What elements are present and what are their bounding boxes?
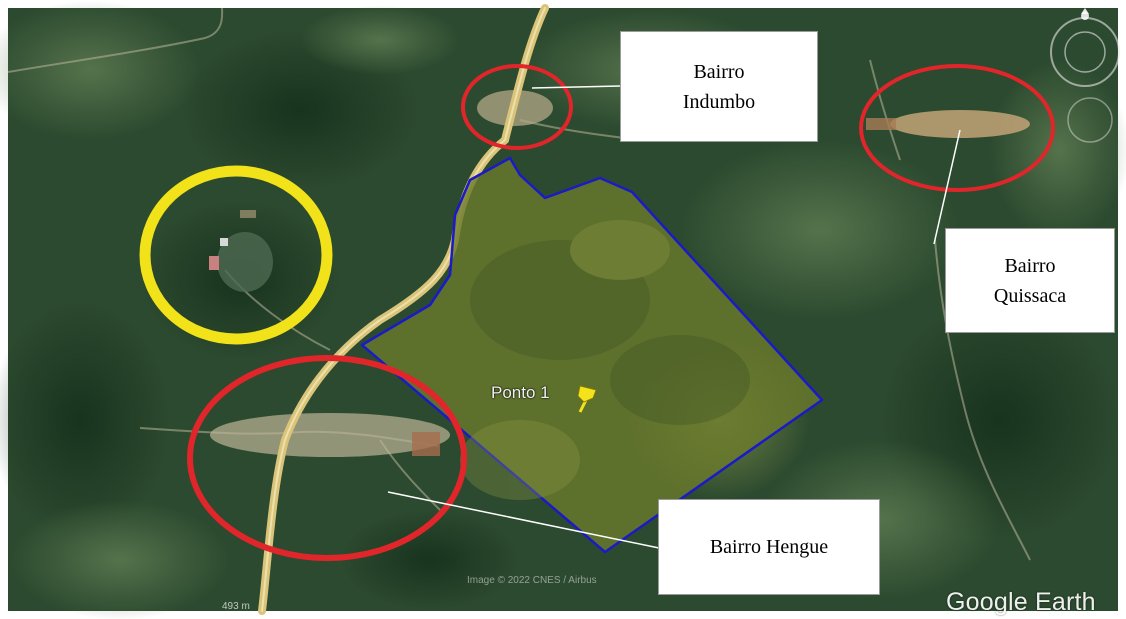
highlight-yellow-circle (139, 165, 333, 345)
placemark-pin-icon[interactable] (577, 385, 597, 413)
quissaca-label: Bairro Quissaca (945, 228, 1115, 333)
compass-icon[interactable] (1050, 8, 1120, 87)
polygon-label: Ponto 1 (491, 383, 550, 402)
imagery-copyright: Image © 2022 CNES / Airbus (467, 575, 597, 586)
leader-lines (387, 85, 961, 549)
scale-label: 493 m (222, 601, 250, 612)
indumbo-circle (461, 64, 573, 150)
main-road-edge (261, 7, 546, 612)
study-area-polygon[interactable] (360, 156, 824, 554)
hengue-circle (187, 355, 467, 561)
indumbo-label: Bairro Indumbo (620, 31, 818, 142)
hengue-label: Bairro Hengue (658, 499, 880, 595)
quissaca-circle (859, 64, 1055, 192)
polygon-texture (460, 220, 750, 500)
settlement-areas (209, 90, 1030, 457)
google-earth-logo: Google Earth (946, 588, 1096, 616)
navigation-control-icon[interactable] (1067, 97, 1113, 143)
